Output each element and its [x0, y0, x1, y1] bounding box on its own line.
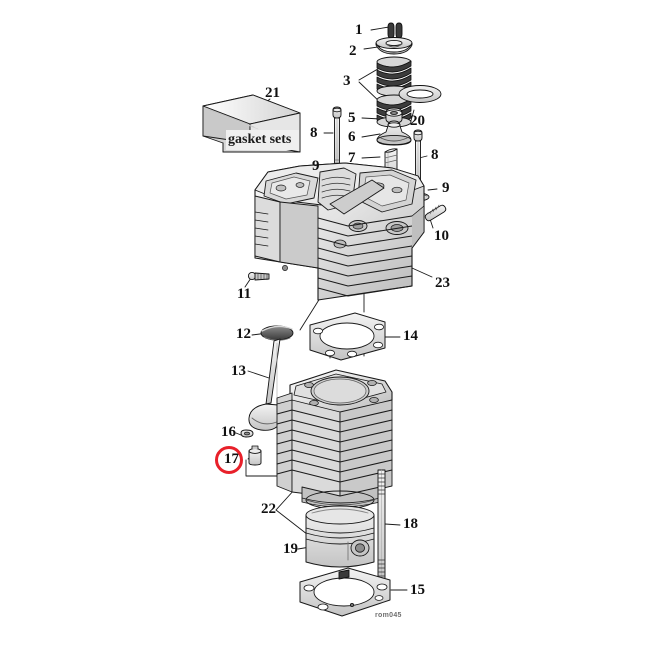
- cylinder-head: [254, 162, 425, 301]
- callout-number-2: 2: [349, 43, 357, 59]
- gasket-set-box: [202, 94, 301, 153]
- callout-number-15: 15: [410, 582, 425, 598]
- callout-number-10: 10: [434, 228, 449, 244]
- callout-number-8-left: 8: [310, 125, 318, 141]
- piston: [305, 505, 375, 568]
- head-bolt-left: [332, 106, 342, 171]
- callout-number-16: 16: [221, 424, 236, 440]
- callout-number-6: 6: [348, 129, 356, 145]
- valve-keepers: [387, 22, 403, 39]
- umbrella-valve-seal: [376, 120, 412, 146]
- callout-number-21: 21: [265, 85, 280, 101]
- spring-collar: [385, 107, 403, 124]
- watermark-code: rom045: [375, 612, 402, 619]
- callout-number-3: 3: [343, 73, 351, 89]
- callout-number-18: 18: [403, 516, 418, 532]
- base-gasket: [299, 567, 391, 617]
- head-gasket: [309, 312, 386, 361]
- callout-number-9-left: 9: [312, 158, 320, 174]
- callout-number-7: 7: [348, 150, 356, 166]
- callout-number-12: 12: [236, 326, 251, 342]
- breather-bolt: [247, 271, 270, 281]
- cylinder-stud: [377, 469, 386, 583]
- gasket-sets-label: gasket sets: [228, 132, 292, 147]
- valve: [248, 338, 284, 431]
- callout-number-5: 5: [348, 110, 356, 126]
- highlight-circle-17: [215, 446, 243, 474]
- callout-number-19: 19: [283, 541, 298, 557]
- callout-number-14: 14: [403, 328, 418, 344]
- cylinder-stud-nut: [248, 445, 262, 466]
- callout-number-23: 23: [435, 275, 450, 291]
- spring-washer: [398, 85, 442, 103]
- callout-number-22: 22: [261, 501, 276, 517]
- callout-number-1: 1: [355, 22, 363, 38]
- callout-number-9-right: 9: [442, 180, 450, 196]
- cylinder-barrel: [276, 369, 393, 508]
- valve-springs: [376, 56, 412, 128]
- valve-spring-retainer: [375, 37, 413, 55]
- callout-number-8-right: 8: [431, 147, 439, 163]
- dowel-pin: [424, 204, 447, 222]
- valve-keeper-collar: [240, 429, 254, 438]
- callout-number-13: 13: [231, 363, 246, 379]
- valve-seal: [260, 325, 294, 341]
- callout-number-20: 20: [410, 113, 425, 129]
- callout-number-11: 11: [237, 286, 252, 302]
